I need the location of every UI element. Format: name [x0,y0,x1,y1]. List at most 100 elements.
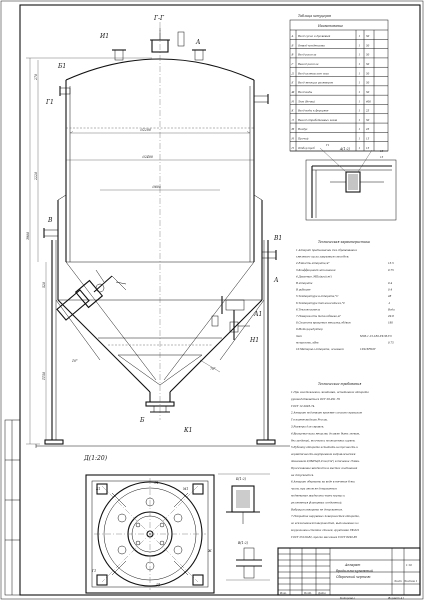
plan-marker-l1: Л1 [153,481,159,485]
dim-angle-70: 70° [210,367,216,371]
table-row-ref: Н [291,136,295,140]
req-line: ГОСТ 12.2003-74. [290,404,315,408]
req-line: руководствоваться ОСТ 26-291-79 [291,397,340,401]
detail-view-v [226,547,270,581]
tech-characteristics: Техническая характеристика 1.Аппарат пре… [295,240,395,351]
tech-value: 0.75 [388,268,394,272]
tech-value: 13.5 [388,261,394,265]
table-row-name: Прочий [297,136,309,140]
req-line: давлением 0,6МПа(6,0 кгс/см²) в течение … [291,459,360,463]
req-line: 3.Размеры для справок. [291,425,324,429]
req-line: Просачивание жидкости в местах соединени… [290,466,358,470]
req-line: 5.Рубашку аппарата испытать на прочность… [291,445,358,449]
table-row-name: Люк (бочки) [297,99,315,103]
marker-g1: Г1 [45,99,54,106]
main-view-markers: И1 Г-Г A Б1 Г1 В В1 А А1 Н1 Б К1 Д(1:20) [45,15,282,462]
table-row-name: Выход рассола [297,62,319,66]
title-changed: Изм. [279,591,287,595]
right-valve [211,296,250,340]
req-line: за исключением поверхностей, выполненных… [291,521,359,525]
table-row-count: 1 [359,62,361,66]
dim-height-body: 2220 [34,172,38,181]
table-row-count: 1 [359,43,361,47]
table-row-count: 1 [359,90,361,94]
marker-a1: А1 [253,311,262,318]
table-row-count: 1 [359,99,361,103]
table-row-count: 1 [359,146,361,150]
marker-b: Б [139,417,145,424]
table-row-ref: Б [291,43,294,47]
tech-value: МЧ3-1-15-180-УХЛ3-У3 [359,334,392,338]
table-row-count: 1 [359,34,361,38]
title-date: Дата [317,591,326,595]
table-row-dn: 50 [366,62,370,66]
dim-height-top: 270 [34,74,38,81]
tech-value: 28 [387,294,392,298]
marker-v: В [47,217,53,224]
req-line: 6.Аппарат обкатать на воде в течение 6-т… [291,480,355,484]
tech-requirements: Технические требования 1.При изготовлени… [290,382,369,539]
agitator-drive [56,269,127,321]
title-copied: Копировал [339,596,355,600]
table-row-name: Вход воды к форсунке [297,109,329,113]
tech-line: 10.Материал аппарата, основной [296,347,344,351]
tech-value: 12Х18Н10Т [360,347,376,351]
view-a-detail-label: A(1:2) [339,147,351,151]
table-row-name: Вход сусла и дрожжей [297,34,331,38]
table-row-ref: П [291,146,295,150]
table-row-dn: 50 [366,53,370,57]
table-row-name: Вход воды [297,90,312,94]
table-row-name: Отбор проб [298,146,315,150]
plan-marker-g1: Г1 [91,569,96,573]
table-row-count: 1 [359,71,361,75]
tech-title: Техническая характеристика [318,240,370,244]
tech-value: 0.75 [388,340,394,344]
marker-i1: И1 [99,33,109,40]
req-line: 1.При изготовлении, монтаже, испытаниях … [291,390,369,394]
marker-n1: Н1 [249,337,259,344]
table-row-dn: 50 [366,90,370,94]
table-row-dn: 50 [366,34,370,38]
title-name-1: Аппарат [344,563,360,567]
dim-diameter-2400: ∅2400 [142,155,153,159]
title-name-2: бродильно-купажный [336,569,373,573]
dim-diameter-2200: ∅2200 [140,128,151,132]
req-line: Вибрация аппарата не допускается. [290,507,343,511]
req-line: часов, при этом не допускается [291,487,337,491]
req-title: Технические требования [318,382,361,386]
tech-line: В рубашке [295,288,311,292]
tech-line: 3.Коэффициент заполнения [296,268,336,272]
tech-value: 180 [388,321,393,325]
title-format: Формат А1 [388,596,404,600]
table-row-dn: 15 [366,136,370,140]
table-row-ref: А [291,34,294,38]
main-dimensions [26,57,254,445]
plan-marker-d1: Д1 [155,583,161,587]
section-g-g-label: Г-Г [153,15,165,22]
tech-line: мощность, кВт [296,340,319,344]
title-name-3: Сборочный чертеж [336,575,371,579]
table-row-name: Вход рассола [297,53,317,57]
tech-value: 29.8 [387,314,394,318]
tech-line: 6.Теплоноситель [296,307,321,311]
view-b-detail-label: Б(1:2) [235,477,247,481]
table-row-ref: Л [291,118,295,122]
marker-a-top: A [195,39,201,46]
plan-marker-b1: Б1 [95,487,100,491]
tech-value: 0.4 [388,281,392,285]
tech-line: 4.Давление, МПа(кгс/см²) [296,274,332,278]
table-row-name: Выход отработанных газов [297,118,338,122]
tech-value: 0.4 [388,288,392,292]
table-row-dn: 25 [365,109,370,113]
table-row-ref: Д [291,71,295,75]
dim-height-leg: 1150 [42,372,46,380]
detail-view-a [305,147,397,221]
title-sheet: Лист [393,579,402,583]
table-row-ref: М [291,127,295,131]
table-row-ref: К [291,109,295,113]
table-row-dn: 50 [366,118,370,122]
table-row-ref: Ж [291,90,295,94]
table-row-ref: Е [291,81,294,85]
